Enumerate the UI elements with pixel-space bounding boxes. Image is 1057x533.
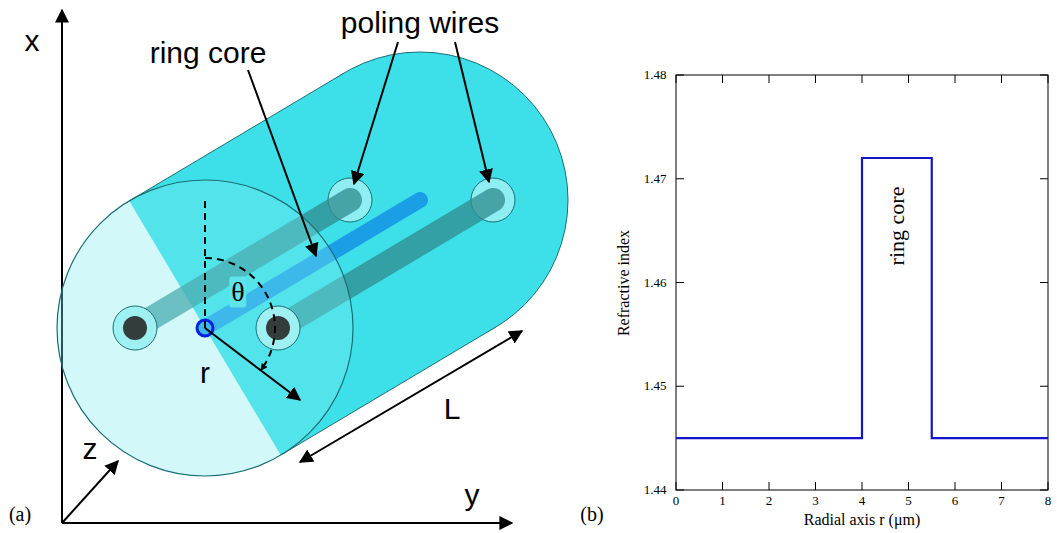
index-plot xyxy=(676,75,1048,490)
angle-label: θ xyxy=(229,277,246,308)
tick-label: 1.44 xyxy=(644,483,667,497)
axis-title: Refractive index xyxy=(615,229,633,335)
radius-label: r xyxy=(200,356,210,389)
region-label: ring core xyxy=(885,187,909,266)
tick-label: 1.45 xyxy=(644,379,667,393)
tick-mark xyxy=(676,282,684,283)
axis-title: Radial axis r (μm) xyxy=(804,511,921,529)
tick-label: 1 xyxy=(719,494,726,508)
tick-mark xyxy=(815,482,816,490)
tick-mark xyxy=(1001,75,1002,83)
tick-label: 2 xyxy=(766,494,773,508)
tick-mark xyxy=(1040,75,1048,76)
tick-mark xyxy=(908,75,909,83)
tick-mark xyxy=(1040,386,1048,387)
tick-label: 1.46 xyxy=(644,275,667,289)
panel-label: (b) xyxy=(580,503,603,525)
tick-mark xyxy=(862,482,863,490)
axis-label: x xyxy=(25,24,40,57)
tick-mark xyxy=(676,490,684,491)
tick-mark xyxy=(722,75,723,83)
tick-mark xyxy=(769,75,770,83)
tick-mark xyxy=(908,482,909,490)
tick-mark xyxy=(676,75,684,76)
axis-label: y xyxy=(465,478,480,511)
tick-label: 7 xyxy=(998,494,1005,508)
tick-mark xyxy=(1040,282,1048,283)
tick-label: 4 xyxy=(859,494,866,508)
tick-label: 3 xyxy=(812,494,819,508)
tick-mark xyxy=(815,75,816,83)
tick-mark xyxy=(676,386,684,387)
panel-label: (a) xyxy=(9,503,31,525)
tick-mark xyxy=(862,75,863,83)
tick-mark xyxy=(676,482,677,490)
tick-mark xyxy=(676,178,684,179)
tick-mark xyxy=(955,482,956,490)
tick-label: 1.48 xyxy=(644,68,667,82)
tick-mark xyxy=(722,482,723,490)
tick-label: 5 xyxy=(905,494,912,508)
fiber-front-face xyxy=(57,180,353,476)
geometry-marks xyxy=(205,200,522,462)
tick-mark xyxy=(955,75,956,83)
leader-lines xyxy=(248,42,489,256)
part-label: poling wires xyxy=(341,6,499,39)
axis-label: z xyxy=(83,432,98,465)
tick-label: 1.47 xyxy=(644,172,667,186)
tick-label: 8 xyxy=(1045,494,1052,508)
index-profile xyxy=(676,158,1048,438)
tick-mark xyxy=(1048,75,1049,83)
tick-mark xyxy=(1040,178,1048,179)
tick-label: 6 xyxy=(952,494,959,508)
tick-mark xyxy=(1040,490,1048,491)
tick-mark xyxy=(1001,482,1002,490)
length-label: L xyxy=(444,392,461,425)
part-label: ring core xyxy=(150,36,267,69)
tick-label: 0 xyxy=(673,494,680,508)
tick-mark xyxy=(769,482,770,490)
tick-mark xyxy=(676,75,677,83)
tick-mark xyxy=(1048,482,1049,490)
